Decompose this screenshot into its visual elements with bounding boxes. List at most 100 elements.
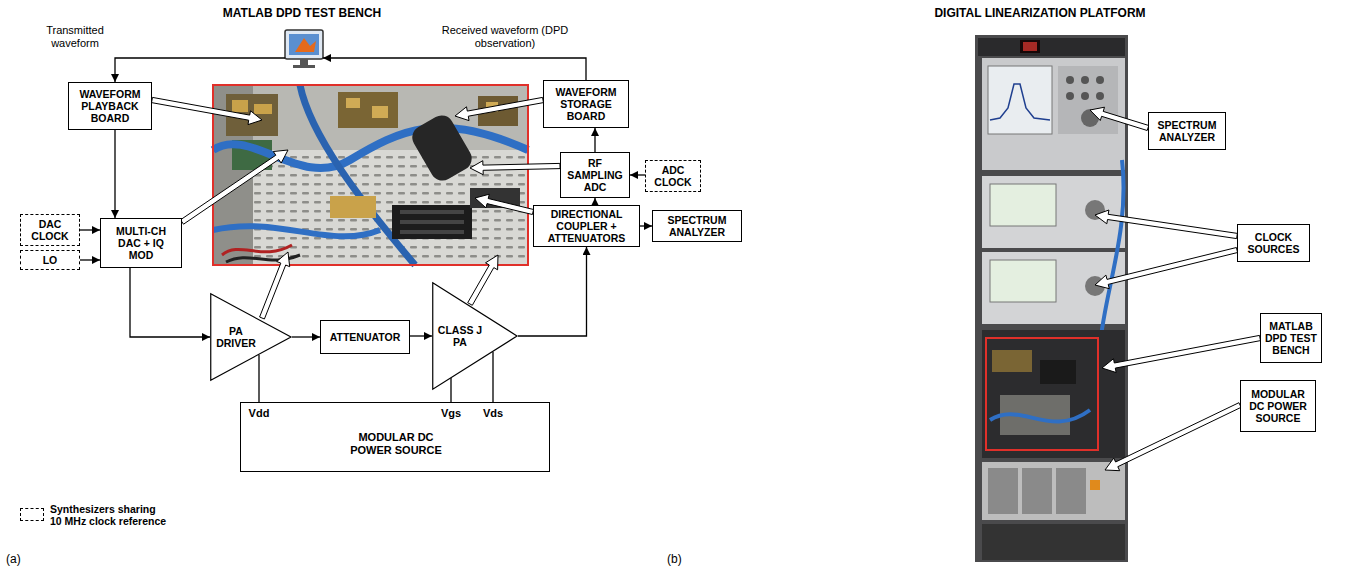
- bench-photo-part: [330, 196, 376, 218]
- process-box: CLOCK SOURCES: [1237, 224, 1310, 262]
- rack-photo-part: [1058, 66, 1118, 134]
- bench-photo-part: [400, 210, 464, 214]
- box-label: SPECTRUM ANALYZER: [657, 214, 737, 238]
- computer-icon-part: [285, 30, 323, 59]
- signal-connector: [258, 355, 259, 402]
- signal-connector: [450, 378, 451, 402]
- box-label: DAC CLOCK: [25, 218, 75, 242]
- pin-label: Vdd: [249, 407, 270, 420]
- computer-icon: [285, 30, 323, 68]
- rack-photo-part: [1066, 92, 1074, 100]
- triangle-shape: [211, 294, 291, 381]
- process-box: SPECTRUM ANALYZER: [1148, 112, 1226, 150]
- rack-photo-part: [992, 350, 1032, 372]
- bench-photo-part: [232, 100, 248, 112]
- pointer-arrow: [1105, 403, 1241, 471]
- bench-photo-part: [392, 205, 472, 239]
- box-label: PA DRIVER: [214, 325, 258, 349]
- bench-photo-part: [254, 104, 272, 114]
- rack-photo-part: [1056, 468, 1086, 514]
- synthesizer-box: DAC CLOCK: [20, 214, 80, 246]
- bench-photo-part: [222, 245, 292, 255]
- pointer-arrow: [1095, 210, 1237, 239]
- supply-label: MODULAR DC POWER SOURCE: [341, 431, 451, 457]
- rack-photo-part: [982, 462, 1125, 520]
- signal-connector: [492, 352, 493, 402]
- rack-photo-part: [978, 38, 1125, 56]
- pointer-arrow: [470, 161, 560, 175]
- waveform-arrow: [115, 58, 586, 82]
- amplifier-triangle: CLASS J PA: [432, 282, 518, 390]
- rack-photo-part: [986, 338, 1098, 450]
- signal-connector: [80, 229, 100, 230]
- computer-icon-part: [300, 59, 308, 65]
- signal-connector: [80, 259, 100, 260]
- legend-label: Synthesizers sharing 10 MHz clock refere…: [50, 503, 168, 527]
- pointer-arrow: [1102, 335, 1261, 372]
- box-label: RF SAMPLING ADC: [565, 157, 625, 193]
- box-label: WAVEFORM STORAGE BOARD: [548, 86, 624, 122]
- box-label: CLOCK SOURCES: [1242, 231, 1305, 255]
- bench-photo-part: [400, 220, 464, 224]
- signal-connector: [518, 247, 587, 336]
- box-label: CLASS J PA: [437, 324, 483, 348]
- box-label: MATLAB DPD TEST BENCH: [1265, 320, 1317, 356]
- process-box: MATLAB DPD TEST BENCH: [1260, 313, 1322, 363]
- rack-photo-part: [1022, 468, 1052, 514]
- pointer-arrow: [260, 252, 290, 319]
- pointer-arrow: [181, 150, 289, 224]
- rack-photo-part: [1081, 92, 1089, 100]
- figure-heading: MATLAB DPD TEST BENCH: [162, 6, 442, 20]
- signal-connector: [130, 268, 210, 337]
- synthesizer-box: ADC CLOCK: [645, 160, 701, 192]
- pointer-arrow: [1090, 107, 1149, 130]
- rack-photo-part: [988, 66, 1052, 134]
- rack-photo-part: [1020, 40, 1040, 53]
- process-box: DIRECTIONAL COUPLER + ATTENUATORS: [533, 205, 640, 247]
- box-label: WAVEFORM PLAYBACK BOARD: [73, 88, 147, 124]
- pointer-arrow: [152, 97, 263, 124]
- signal-connector: [594, 128, 595, 152]
- rack-photo-part: [1040, 360, 1076, 384]
- bench-photo-part: [372, 106, 388, 118]
- box-label: ATTENUATOR: [330, 331, 401, 343]
- box-label: MODULAR DC POWER SOURCE: [1245, 388, 1311, 424]
- box-label: DIRECTIONAL COUPLER + ATTENUATORS: [538, 208, 635, 244]
- process-box: MODULAR DC POWER SOURCE: [1240, 380, 1316, 432]
- rack-photo-part: [1023, 42, 1037, 51]
- computer-icon-part: [289, 34, 319, 55]
- box-label: MULTI-CH DAC + IQ MOD: [105, 225, 177, 261]
- bench-photo-part: [346, 98, 360, 108]
- box-label: ADC CLOCK: [650, 164, 696, 188]
- rack-photo-part: [1090, 480, 1100, 490]
- signal-connector: [292, 336, 320, 337]
- signal-label: Transmitted waveform: [38, 24, 112, 50]
- synthesizer-box: LO: [20, 250, 80, 270]
- rack-photo-part: [1100, 160, 1124, 345]
- box-label: LO: [43, 254, 58, 266]
- pin-label: Vgs: [441, 407, 461, 420]
- bench-photo-part: [408, 111, 476, 185]
- computer-icon-part: [293, 65, 315, 68]
- rack-photo-part: [990, 260, 1056, 302]
- pointer-arrow: [475, 194, 534, 214]
- rack-photo-part: [1066, 76, 1074, 84]
- process-box: WAVEFORM STORAGE BOARD: [543, 80, 629, 128]
- rack-photo-part: [1096, 92, 1104, 100]
- pin-label: Vds: [483, 407, 503, 420]
- waveform-arrow-part: [115, 58, 285, 82]
- pointer-arrow: [455, 97, 544, 120]
- pointer-arrow: [1095, 248, 1238, 289]
- process-box: MULTI-CH DAC + IQ MOD: [100, 218, 182, 268]
- box-label: SPECTRUM ANALYZER: [1153, 119, 1221, 143]
- panel-tag: (a): [6, 552, 36, 566]
- triangle-shape: [433, 283, 517, 390]
- signal-connector: [640, 225, 652, 226]
- rack-photo-part: [982, 330, 1125, 458]
- signal-connector: [630, 174, 645, 175]
- power-supply-box: Vdd Vgs VdsMODULAR DC POWER SOURCE: [240, 402, 550, 472]
